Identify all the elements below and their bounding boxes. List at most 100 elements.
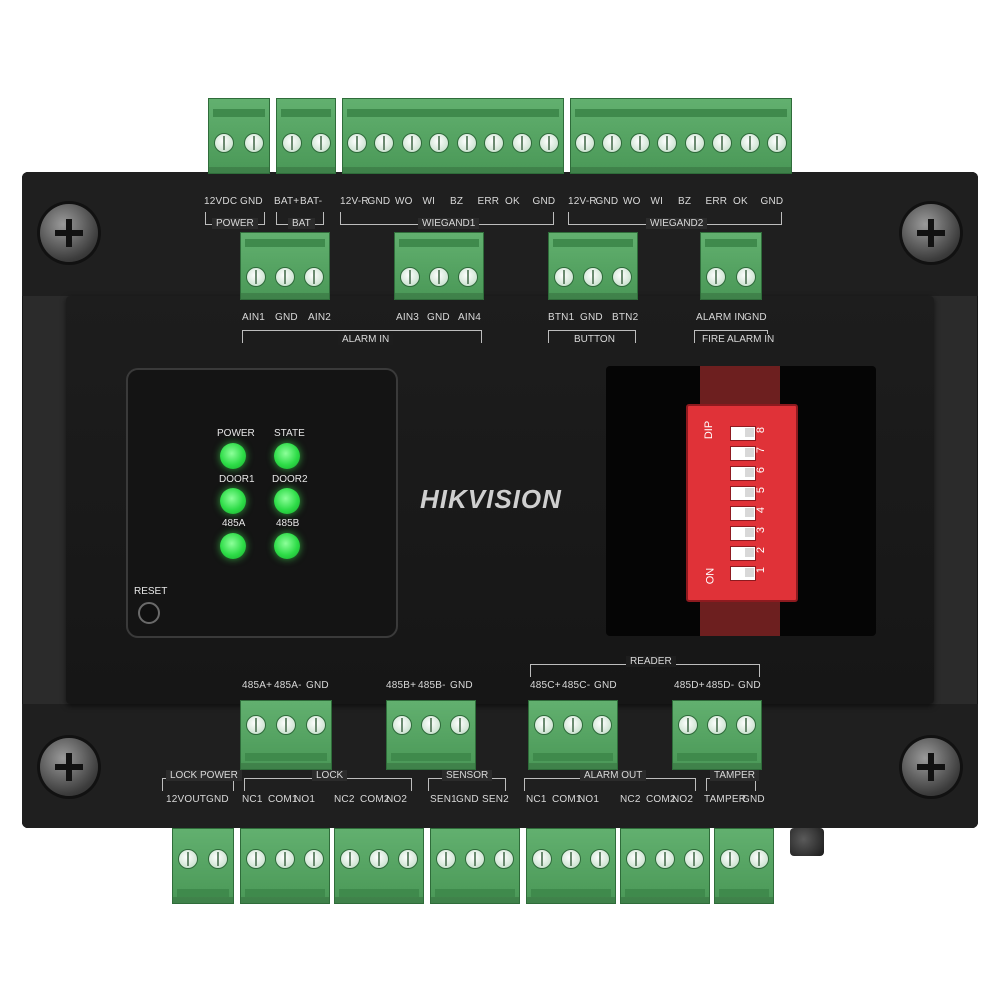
terminal-screw-icon[interactable] [484, 133, 505, 153]
rs485a-terminal-block[interactable] [240, 700, 332, 770]
lock2-terminal-block[interactable] [334, 828, 424, 904]
fire-alarm-terminal-block[interactable] [700, 232, 762, 300]
pin-label: 485B- [418, 680, 446, 691]
terminal-screw-icon[interactable] [458, 267, 479, 287]
terminal-screw-icon[interactable] [712, 133, 733, 153]
terminal-screw-icon[interactable] [719, 849, 740, 869]
terminal-screw-icon[interactable] [657, 133, 678, 153]
terminal-screw-icon[interactable] [435, 849, 456, 869]
rs485d-terminal-block[interactable] [672, 700, 762, 770]
terminal-screw-icon[interactable] [178, 849, 198, 869]
terminal-screw-icon[interactable] [281, 133, 302, 153]
terminal-screw-icon[interactable] [429, 133, 450, 153]
terminal-screw-icon[interactable] [655, 849, 675, 869]
battery-terminal-block[interactable] [276, 98, 336, 174]
terminal-screw-icon[interactable] [304, 267, 325, 287]
terminal-screw-icon[interactable] [511, 133, 532, 153]
terminal-screw-icon[interactable] [531, 849, 552, 869]
terminal-screw-icon[interactable] [602, 133, 623, 153]
terminal-screw-icon[interactable] [244, 133, 264, 153]
terminal-screw-icon[interactable] [677, 715, 698, 735]
terminal-screw-icon[interactable] [214, 133, 234, 153]
terminal-screw-icon[interactable] [625, 849, 646, 869]
terminal-screw-icon[interactable] [276, 715, 296, 735]
power-terminal-block[interactable] [208, 98, 270, 174]
terminal-screw-icon[interactable] [429, 267, 449, 287]
dip-switch-lever[interactable] [730, 506, 756, 521]
dip-switch-lever[interactable] [730, 466, 756, 481]
terminal-screw-icon[interactable] [684, 133, 705, 153]
pin-label: WI [650, 196, 664, 207]
rs485b-terminal-block[interactable] [386, 700, 476, 770]
wiegand2-terminal-block[interactable] [570, 98, 792, 174]
terminal-screw-icon[interactable] [391, 715, 412, 735]
terminal-screw-icon[interactable] [245, 849, 266, 869]
terminal-screw-icon[interactable] [539, 133, 560, 153]
reset-button[interactable] [138, 602, 160, 624]
terminal-screw-icon[interactable] [401, 133, 422, 153]
terminal-screw-icon[interactable] [583, 267, 603, 287]
alarm-in-a-terminal-block[interactable] [240, 232, 330, 300]
terminal-screw-icon[interactable] [748, 849, 769, 869]
terminal-screw-icon[interactable] [339, 849, 360, 869]
terminal-screw-icon[interactable] [465, 849, 485, 869]
terminal-screw-icon[interactable] [398, 849, 419, 869]
terminal-screw-icon[interactable] [590, 849, 611, 869]
terminal-screw-icon[interactable] [369, 849, 389, 869]
terminal-screw-icon[interactable] [399, 267, 420, 287]
dip-switch-lever[interactable] [730, 526, 756, 541]
pin-label: BTN1 [548, 312, 575, 323]
terminal-screw-icon[interactable] [246, 715, 266, 735]
lock1-terminal-block[interactable] [240, 828, 330, 904]
tamper-terminal-block[interactable] [714, 828, 774, 904]
terminal-screw-icon[interactable] [304, 849, 325, 869]
terminal-screw-icon[interactable] [561, 849, 581, 869]
terminal-screw-icon[interactable] [706, 267, 726, 287]
terminal-screw-icon[interactable] [421, 715, 441, 735]
terminal-screw-icon[interactable] [306, 715, 326, 735]
terminal-screw-icon[interactable] [736, 267, 756, 287]
terminal-screw-icon[interactable] [574, 133, 595, 153]
terminal-screw-icon[interactable] [450, 715, 471, 735]
terminal-screw-icon[interactable] [707, 715, 727, 735]
terminal-screw-icon[interactable] [533, 715, 554, 735]
pin-label: WO [395, 196, 413, 207]
terminal-screw-icon[interactable] [208, 849, 228, 869]
pin-label: BAT+ [274, 196, 300, 207]
terminal-screw-icon[interactable] [767, 133, 788, 153]
terminal-screw-icon[interactable] [346, 133, 367, 153]
terminal-screw-icon[interactable] [736, 715, 757, 735]
button-terminal-block[interactable] [548, 232, 638, 300]
terminal-screw-icon[interactable] [612, 267, 633, 287]
terminal-screw-icon[interactable] [310, 133, 331, 153]
alarm-out1-terminal-block[interactable] [526, 828, 616, 904]
terminal-screw-icon[interactable] [374, 133, 395, 153]
dip-switch-lever[interactable] [730, 446, 756, 461]
alarm-in-b-terminal-block[interactable] [394, 232, 484, 300]
dip-switch-lever[interactable] [730, 546, 756, 561]
terminal-rib [705, 239, 757, 247]
alarm-out2-terminal-block[interactable] [620, 828, 710, 904]
terminal-rib [245, 753, 327, 761]
sensor-terminal-block[interactable] [430, 828, 520, 904]
pin-label: OK [733, 196, 748, 207]
terminal-screw-icon[interactable] [494, 849, 515, 869]
lock-power-terminal-block[interactable] [172, 828, 234, 904]
dip-switch-lever[interactable] [730, 426, 756, 441]
terminal-screw-icon[interactable] [275, 849, 295, 869]
terminal-screw-icon[interactable] [629, 133, 650, 153]
terminal-screw-icon[interactable] [592, 715, 613, 735]
dip-switch-lever[interactable] [730, 486, 756, 501]
group-label: ALARM OUT [580, 770, 647, 781]
terminal-screw-icon[interactable] [553, 267, 574, 287]
terminal-screw-icon[interactable] [245, 267, 266, 287]
rs485c-terminal-block[interactable] [528, 700, 618, 770]
terminal-screw-icon[interactable] [739, 133, 760, 153]
terminal-screw-icon[interactable] [563, 715, 583, 735]
wiegand1-terminal-block[interactable] [342, 98, 564, 174]
terminal-screw-icon[interactable] [275, 267, 295, 287]
terminal-screw-icon[interactable] [684, 849, 705, 869]
terminal-screw-icon[interactable] [456, 133, 477, 153]
dip-switch-lever[interactable] [730, 566, 756, 581]
